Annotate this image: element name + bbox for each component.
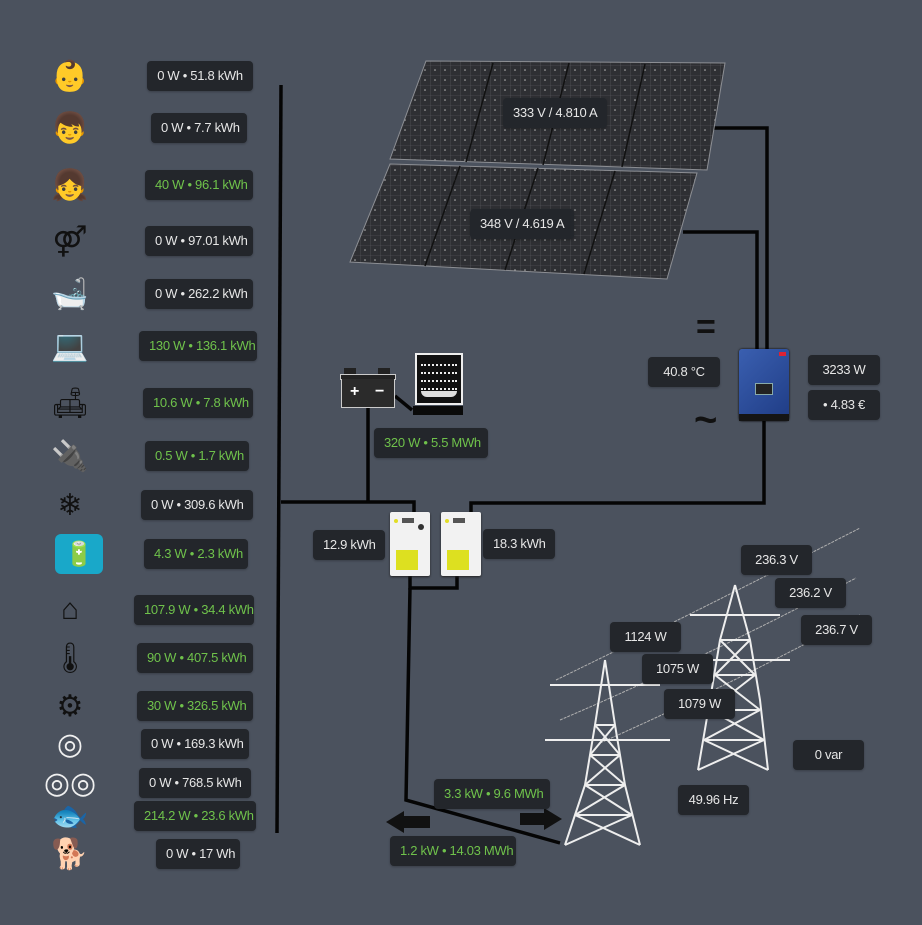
consumer-power-badge: 0 W • 17 Wh (156, 839, 240, 869)
consumer-power-badge: 0 W • 7.7 kWh (151, 113, 247, 143)
grid-export-arrow-icon (544, 808, 562, 830)
bedroom-couple-icon[interactable]: ⚤ (52, 224, 88, 258)
inverter-icon[interactable] (739, 349, 789, 421)
solar-string2-badge: 348 V / 4.619 A (470, 209, 575, 239)
consumer-power-badge: 10.6 W • 7.8 kWh (143, 388, 253, 418)
washing-machine-icon[interactable]: ◎ (56, 727, 84, 761)
grid-import-arrow-icon (386, 811, 404, 833)
consumer-power-badge: 107.9 W • 34.4 kWh (134, 595, 254, 625)
aquarium-fish-icon[interactable]: 🐟 (51, 799, 89, 833)
grid-voltage-l3-badge: 236.7 V (801, 615, 872, 645)
network-device-icon[interactable]: ⚙ (56, 689, 84, 723)
ac-symbol-icon: ~ (694, 398, 718, 442)
consumer-power-badge: 40 W • 96.1 kWh (145, 170, 253, 200)
grid-export-badge: 3.3 kW • 9.6 MWh (434, 779, 550, 809)
string2-wire (683, 230, 759, 350)
consumer-power-badge: 0.5 W • 1.7 kWh (145, 441, 249, 471)
consumer-power-badge: 0 W • 169.3 kWh (141, 729, 249, 759)
washer-dryer-icon[interactable]: ◎◎ (43, 766, 97, 800)
inverter-to-meter-wire (469, 420, 766, 515)
greenhouse-icon[interactable]: ⌂ (60, 593, 80, 626)
consumer-power-badge: 0 W • 97.01 kWh (145, 226, 253, 256)
battery-charger-icon[interactable]: 🔋 (55, 534, 103, 574)
energy-meter-right-icon[interactable] (441, 512, 481, 576)
battery-to-monitor-wire (393, 394, 414, 412)
grid-voltage-l1-badge: 236.3 V (741, 545, 812, 575)
consumer-power-badge: 90 W • 407.5 kWh (137, 643, 253, 673)
grid-power-l1-badge: 1124 W (610, 622, 681, 652)
grid-export-arrow-shaft (520, 813, 546, 825)
kids-boy-tablet-icon[interactable]: 👦 (51, 111, 89, 145)
grid-voltage-l2-badge: 236.2 V (775, 578, 846, 608)
inverter-power-badge: 3233 W (808, 355, 880, 385)
solar-string1-badge: 333 V / 4.810 A (503, 98, 608, 128)
inverter-temperature-badge: 40.8 °C (648, 357, 720, 387)
house-thermometer-icon[interactable]: 🌡 (50, 641, 90, 675)
office-desk-icon[interactable]: 💻 (51, 329, 89, 363)
consumer-power-badge: 0 W • 51.8 kWh (147, 61, 253, 91)
bus-to-meter-wire (281, 500, 416, 515)
monitor-rack-icon (413, 353, 463, 418)
consumer-power-badge: 130 W • 136.1 kWh (139, 331, 257, 361)
consumer-power-badge: 0 W • 768.5 kWh (139, 768, 251, 798)
inverter-logo (779, 352, 786, 356)
meter-right-badge: 18.3 kWh (483, 529, 555, 559)
baby-icon[interactable]: 👶 (51, 59, 89, 93)
string1-wire (706, 126, 769, 350)
consumer-power-badge: 30 W • 326.5 kWh (137, 691, 253, 721)
kids-girl-tablet-icon[interactable]: 👧 (51, 168, 89, 202)
pylon-front-icon (545, 659, 670, 846)
inverter-earnings-badge: • 4.83 € (808, 390, 880, 420)
grid-frequency-badge: 49.96 Hz (678, 785, 749, 815)
dog-icon[interactable]: 🐕 (51, 837, 89, 871)
consumer-power-badge: 0 W • 309.6 kWh (141, 490, 253, 520)
dc-symbol-icon: = (696, 308, 716, 346)
grid-import-badge: 1.2 kW • 14.03 MWh (390, 836, 516, 866)
grid-power-l3-badge: 1079 W (664, 689, 735, 719)
grid-wire (404, 587, 561, 845)
battery-badge: 320 W • 5.5 MWh (374, 428, 488, 458)
grid-import-arrow-shaft (402, 816, 430, 828)
battery-icon[interactable]: +− (340, 368, 396, 408)
inverter-display (755, 383, 773, 395)
energy-meter-left-icon[interactable] (390, 512, 430, 576)
inverter-base (739, 414, 789, 421)
main-bus-wire (275, 84, 283, 834)
meter-left-badge: 12.9 kWh (313, 530, 385, 560)
bathtub-icon[interactable]: 🛁 (51, 277, 89, 311)
consumer-power-badge: 0 W • 262.2 kWh (145, 279, 253, 309)
fridge-icon[interactable]: ❄ (57, 488, 83, 522)
meter-link-wire (408, 572, 459, 590)
living-room-icon[interactable]: 🛋 (50, 386, 90, 420)
phone-charger-icon[interactable]: 🔌 (51, 439, 89, 473)
consumer-power-badge: 214.2 W • 23.6 kWh (134, 801, 256, 831)
grid-reactive-badge: 0 var (793, 740, 864, 770)
consumer-power-badge: 4.3 W • 2.3 kWh (144, 539, 248, 569)
grid-power-l2-badge: 1075 W (642, 654, 713, 684)
